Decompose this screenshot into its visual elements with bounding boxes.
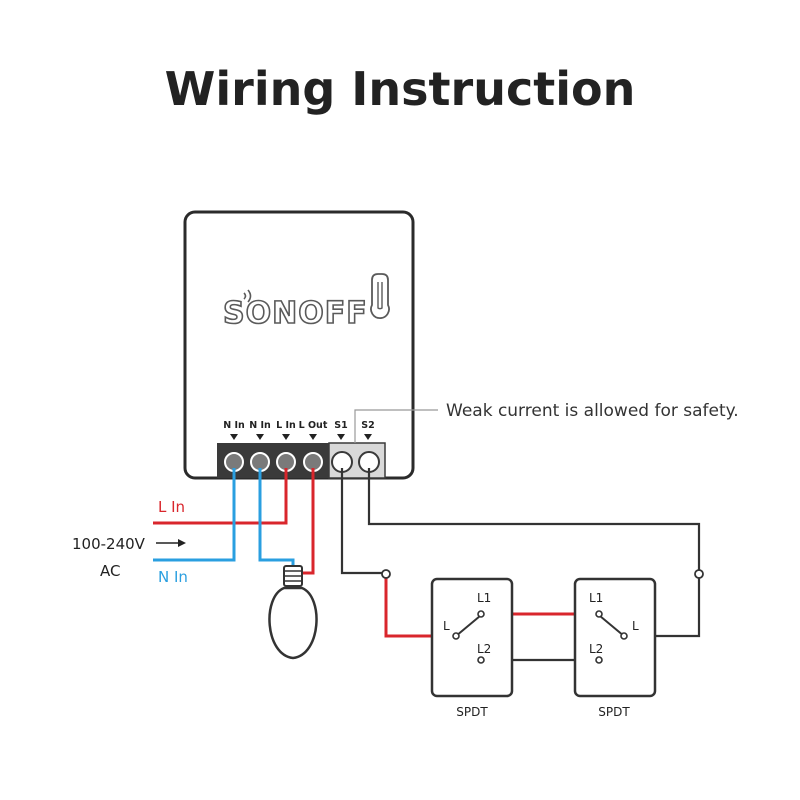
terminal-label-l-out: L Out [299,420,328,431]
hanger-icon [370,273,390,319]
terminal-label-n-in-1: N In [223,420,245,431]
voltage-label: 100-240V [72,535,146,553]
switch-2-box [573,577,657,698]
terminal-label-s2: S2 [361,420,374,431]
terminal-screws [224,451,380,473]
terminal-arrows [230,434,372,440]
sonoff-device: SONOFF N In N In L In L Out S1 S2 [183,210,415,480]
switch-2-l1-label: L1 [589,591,603,605]
terminal-labels: N In N In L In L Out S1 S2 [223,420,375,431]
page-title: Wiring Instruction [165,62,636,116]
neutral-wires [153,468,295,566]
safety-callout: Weak current is allowed for safety. [354,401,739,443]
terminal-label-l-in: L In [276,420,296,431]
hanger-icon-inner [377,282,383,310]
brand-logo: SONOFF [223,296,368,331]
live-wires [153,468,594,638]
wifi-icon [243,289,252,303]
arrow-right-icon [156,539,186,547]
n-in-label: N In [158,568,188,586]
power-input: L In N In 100-240V AC [72,498,188,586]
safety-note: Weak current is allowed for safety. [446,401,739,421]
terminal-label-s1: S1 [334,420,347,431]
ac-label: AC [100,562,120,580]
switch-1-box [430,577,514,698]
spdt-switch-1: L L1 L2 SPDT [430,577,514,719]
l-in-label: L In [158,498,185,516]
switch-2-common-label: L [632,619,639,633]
switch-1-common-label: L [443,619,450,633]
terminal-label-n-in-2: N In [249,420,271,431]
switch-1-l2-label: L2 [477,642,491,656]
device-body [183,210,415,480]
wire-junctions [381,569,704,579]
switch-1-l1-label: L1 [477,591,491,605]
switch-2-type-label: SPDT [598,705,630,719]
switch-2-l2-label: L2 [589,642,603,656]
switch-1-type-label: SPDT [456,705,488,719]
light-bulb-icon [268,565,318,660]
spdt-switch-2: L L1 L2 SPDT [573,577,657,719]
